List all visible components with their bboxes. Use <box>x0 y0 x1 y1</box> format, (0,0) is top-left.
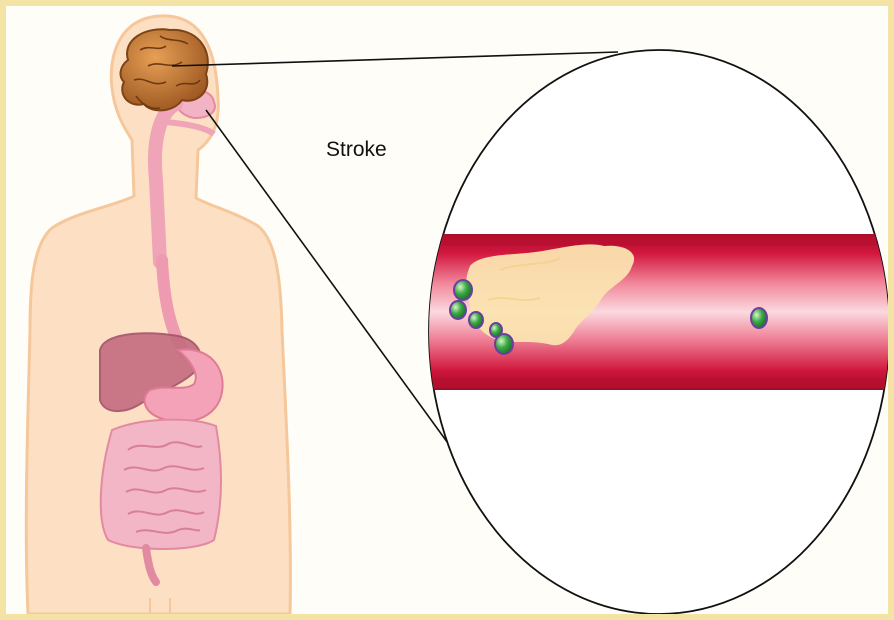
brain-icon <box>121 29 208 110</box>
large-intestine <box>101 420 221 549</box>
blood-vessel <box>420 234 894 390</box>
platelet <box>751 308 767 328</box>
zoom-line-top <box>172 52 618 66</box>
diagram-label: Stroke <box>326 138 387 162</box>
